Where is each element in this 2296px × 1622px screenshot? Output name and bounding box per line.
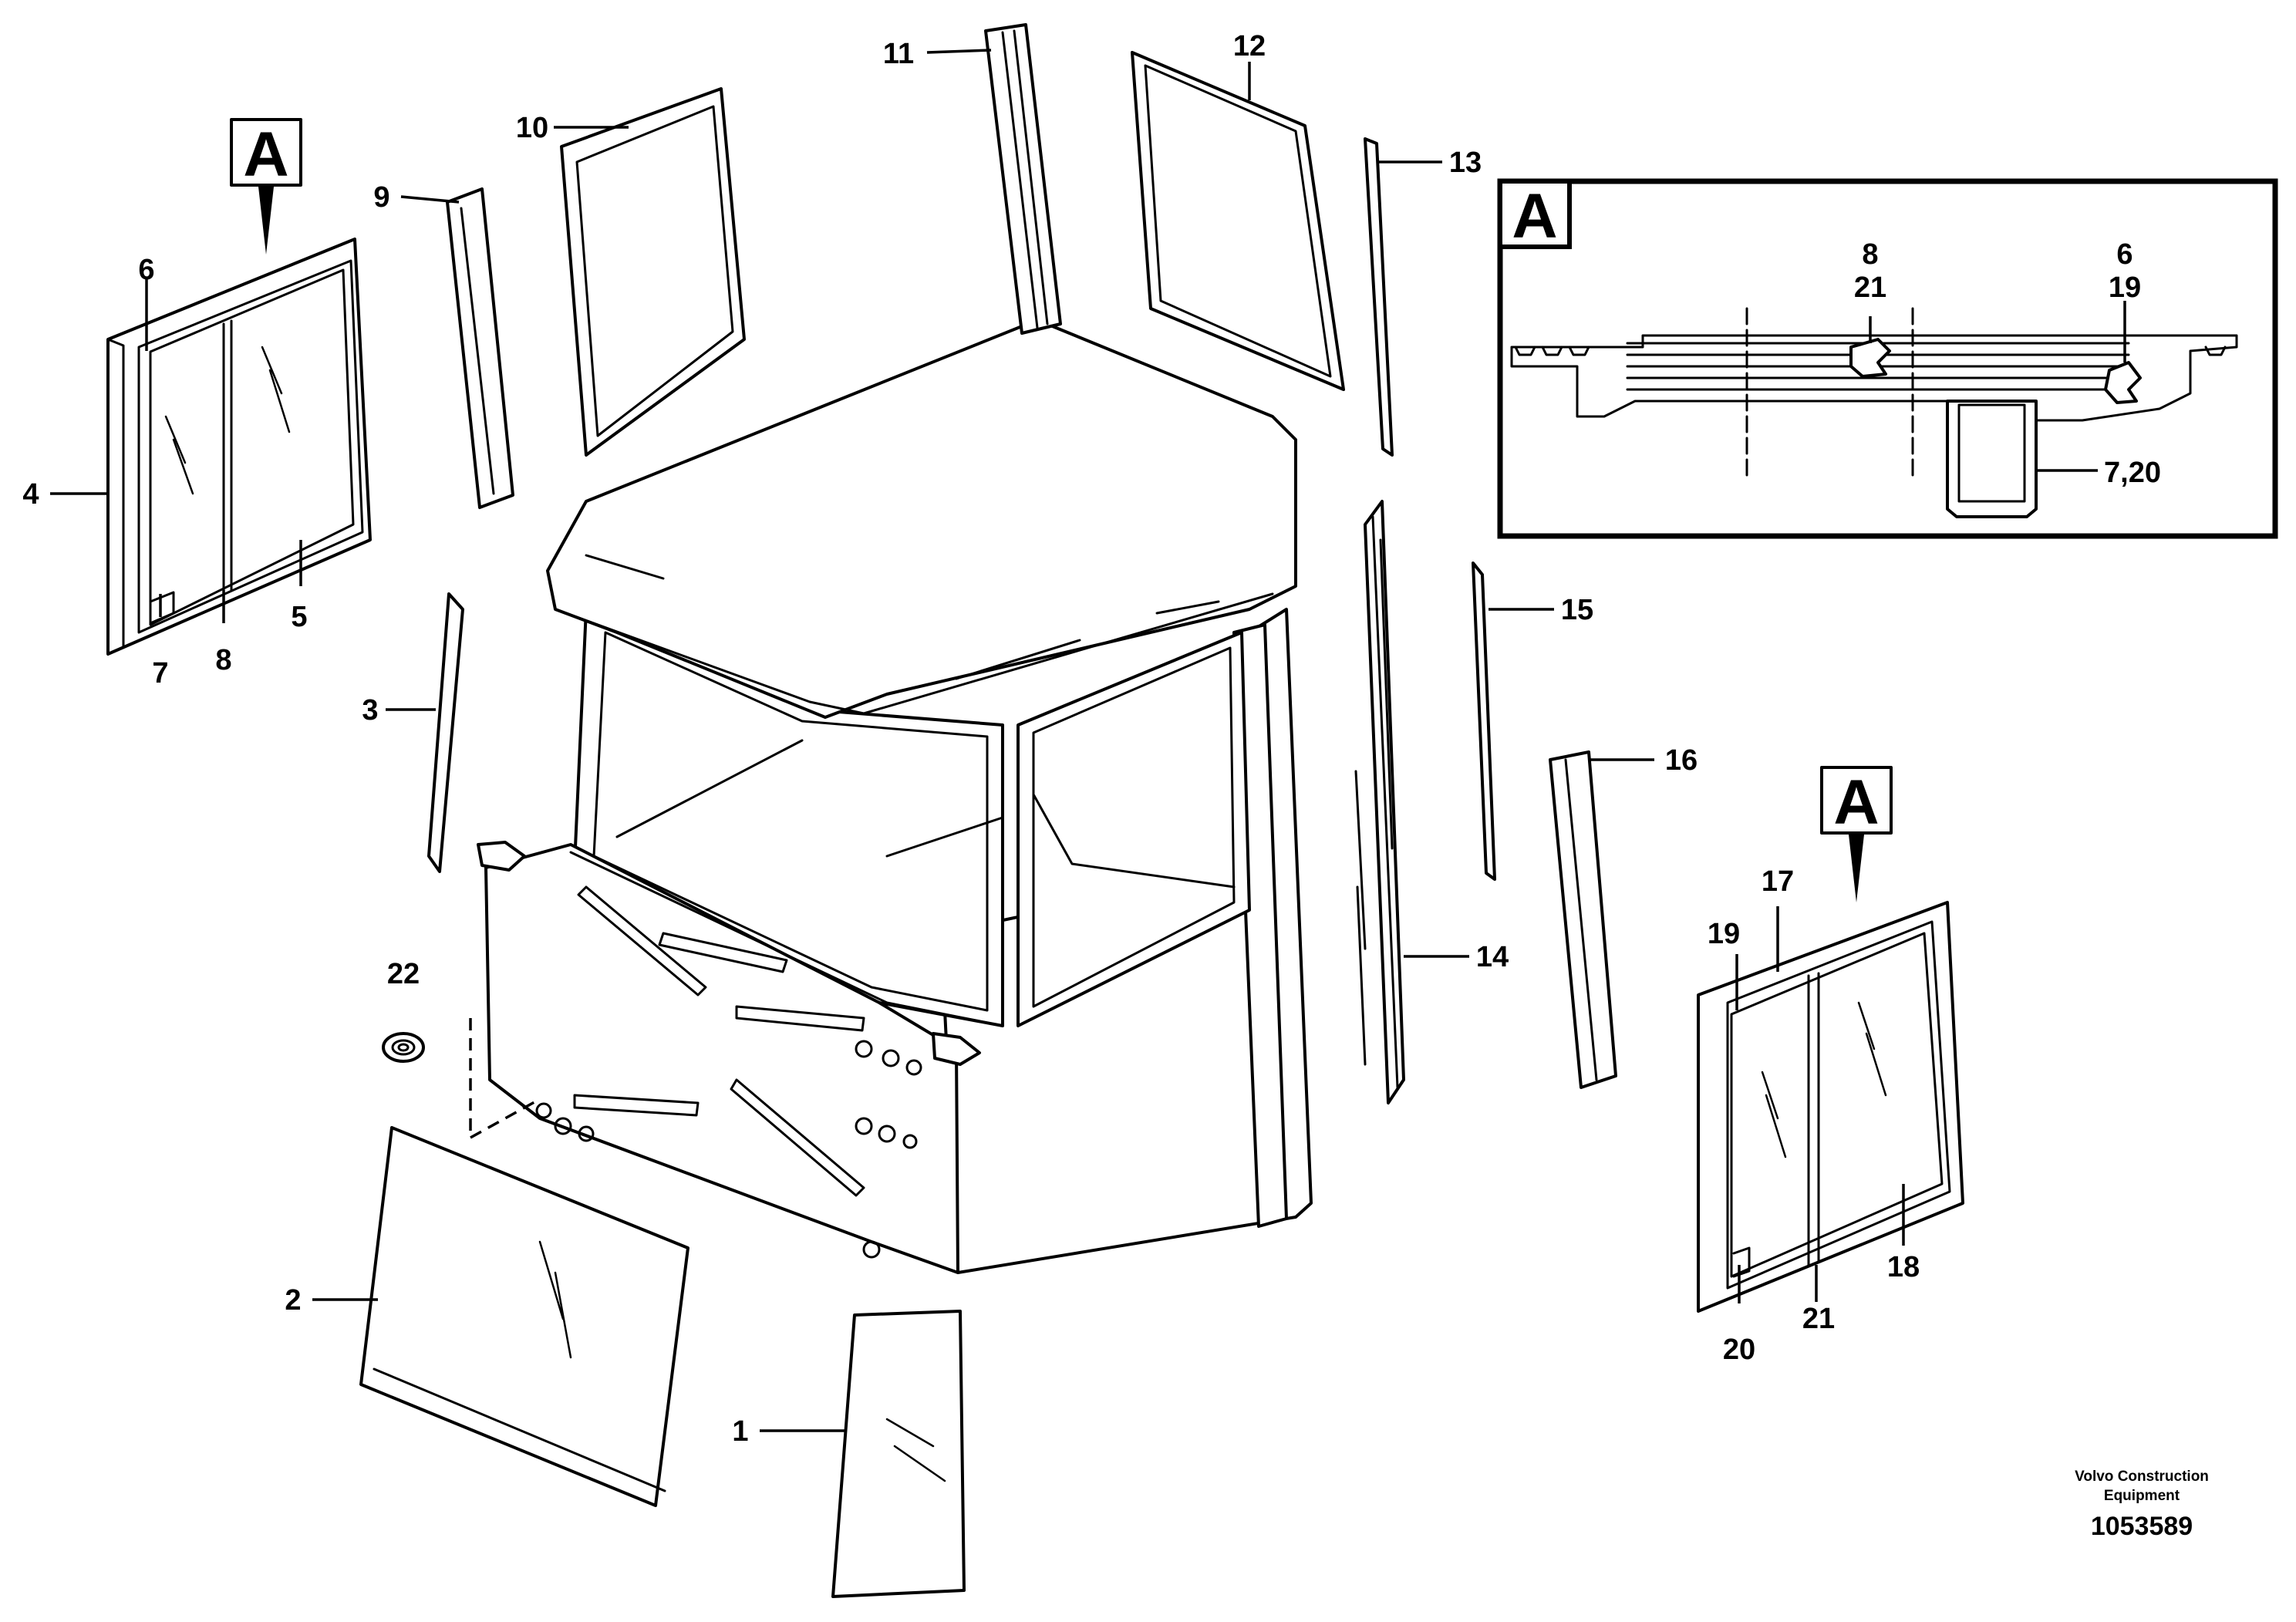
cab-panel-slot [658,932,788,973]
part-14-door [1354,500,1405,1104]
part-11-seal-profile [984,23,1062,335]
detail-glass-7-20 [1946,400,2038,518]
cab-roof [546,319,1297,719]
callout-2: 2 [285,1284,301,1317]
detail-callout-21: 21 [1854,271,1886,304]
part-3-narrow-glass-strip [427,592,464,873]
cab-panel-slot [573,1094,700,1117]
callout-22: 22 [387,958,420,990]
view-marker-left-letter: A [243,120,288,190]
footer-drawing-number: 1053589 [2091,1512,2193,1541]
cab-hinge-bracket [932,1032,981,1066]
part-12-side-glass [1131,51,1345,391]
cab-interior-floor-line [615,739,1236,889]
footer-brand-line1: Volvo Construction [2075,1469,2209,1485]
callout-4: 4 [22,478,39,511]
view-marker-right-letter: A [1833,767,1879,838]
detail-callout-19: 19 [2109,271,2141,304]
callout-17: 17 [1762,865,1794,898]
callout-labels: 1 2 3 4 5 6 7 8 9 10 11 12 13 14 15 16 1… [22,30,1920,1448]
part-22-grommet [382,1032,425,1063]
view-marker-right: A [1820,766,1893,902]
callout-12: 12 [1233,30,1266,62]
part-17-18-sliding-window-right [1697,901,1964,1313]
detail-profile-teeth [1514,346,2227,356]
callout-9: 9 [373,181,389,214]
cab-dash-edge [569,851,1004,1027]
callout-7: 7 [152,657,168,690]
callout-10: 10 [516,112,548,144]
detail-profile-outline [1510,334,2238,422]
detail-a-inset: A 8 21 6 19 7,20 [1497,178,2278,539]
part-9-pillar-trim [446,187,514,509]
detail-clip-6-19 [2104,361,2142,404]
cab-panel-holes [535,1040,922,1259]
cab-panel-slot [730,1078,865,1197]
cab-hinge-bracket [477,841,526,872]
cab-body [477,319,1313,1274]
callout-13: 13 [1449,147,1482,179]
cab-roof-detail [585,554,1220,680]
detail-callout-6: 6 [2116,238,2132,271]
cab-roof-rim [554,592,1274,715]
cab-side-window-frame [1017,631,1251,1027]
cab-panel-slot [577,885,707,996]
part-10-rear-glass [560,87,746,457]
detail-a-label: A [1512,181,1557,251]
callout-16: 16 [1665,744,1698,777]
detail-callout-8: 8 [1862,238,1878,271]
callout-3: 3 [362,694,378,727]
cab-lower-front-panel [484,843,959,1274]
callout-21: 21 [1802,1303,1835,1335]
callout-14: 14 [1476,941,1509,973]
part-2-front-lower-glass [359,1126,689,1507]
part-13-narrow-glass [1364,137,1394,457]
cab-side-window-inner [1032,646,1236,1008]
footer-brand-line2: Equipment [2104,1488,2180,1504]
footer: Volvo Construction Equipment 1053589 [2075,1469,2209,1541]
detail-guides [1745,307,1914,480]
callout-8: 8 [215,644,231,676]
callout-6: 6 [138,254,154,286]
leader-lines [50,49,1905,1432]
part-4-5-sliding-window-left [106,238,372,656]
grommet-dashed-indicator [469,1018,541,1139]
callout-20: 20 [1723,1334,1755,1366]
cab-panel-slot [735,1005,865,1032]
callout-1: 1 [732,1415,748,1448]
part-15-narrow-glass [1472,561,1496,881]
callout-11: 11 [883,38,914,70]
callout-19: 19 [1708,918,1740,950]
callout-18: 18 [1887,1251,1920,1283]
detail-callout-7-20: 7,20 [2104,457,2161,489]
detail-clip-8-21 [1849,338,1891,378]
part-16-trim-strip [1549,750,1617,1089]
callout-5: 5 [291,601,307,633]
callout-15: 15 [1561,594,1593,626]
view-marker-left: A [230,118,302,255]
part-1-lower-door-glass [831,1310,966,1598]
